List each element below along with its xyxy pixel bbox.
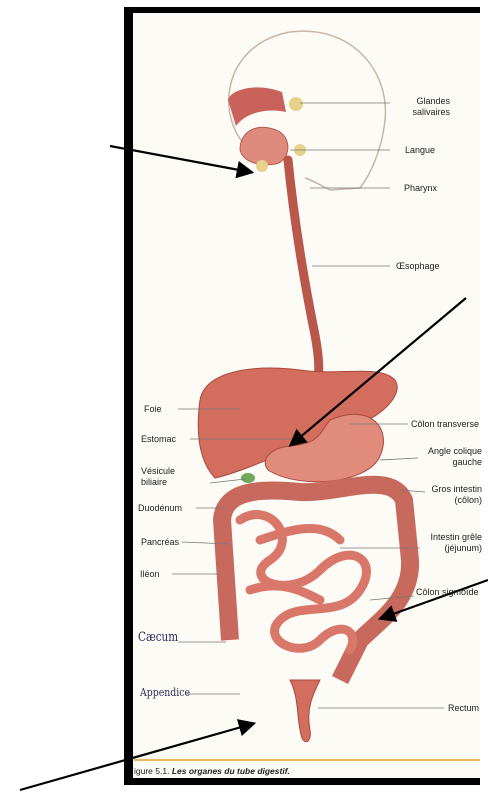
label-caecum: Cæcum: [138, 630, 178, 645]
esophagus: [288, 160, 319, 385]
figure-caption: igure 5.1. Les organes du tube digestif.: [134, 766, 290, 776]
tongue: [240, 127, 288, 164]
label-oesophage: Œsophage: [396, 261, 440, 272]
small-intestine: [240, 515, 366, 650]
label-rectum: Rectum: [448, 703, 479, 714]
label-intestin-grele: Intestin grêle (jéjunum): [420, 532, 482, 554]
label-colon-sigmoide: Côlon sigmoïde: [416, 587, 480, 598]
label-langue: Langue: [405, 145, 435, 156]
salivary-gland: [289, 97, 303, 111]
salivary-gland: [256, 160, 268, 172]
nasal-cavity: [228, 87, 286, 126]
arrow-anus: [20, 724, 252, 790]
label-duodenum: Duodénum: [138, 503, 182, 514]
label-angle-colique-gauche: Angle colique gauche: [420, 446, 482, 468]
label-foie: Foie: [144, 404, 162, 415]
caption-prefix: igure 5.1.: [134, 766, 169, 776]
label-pancreas: Pancréas: [141, 537, 179, 548]
caption-title: Les organes du tube digestif.: [172, 766, 290, 776]
gallbladder: [241, 473, 255, 483]
label-estomac: Estomac: [141, 434, 176, 445]
label-ileon: Iléon: [140, 569, 160, 580]
rectum: [290, 680, 320, 742]
label-colon-transverse: Côlon transverse: [411, 419, 479, 430]
label-appendice: Appendice: [140, 686, 190, 699]
annotation-arrows: [20, 146, 488, 790]
arrow-mouth: [110, 146, 250, 172]
label-glandes-salivaires: Glandes salivaires: [400, 96, 450, 118]
label-pharynx: Pharynx: [404, 183, 437, 194]
label-vesicule-biliaire: Vésicule biliaire: [141, 466, 189, 488]
label-gros-intestin: Gros intestin (côlon): [422, 484, 482, 506]
